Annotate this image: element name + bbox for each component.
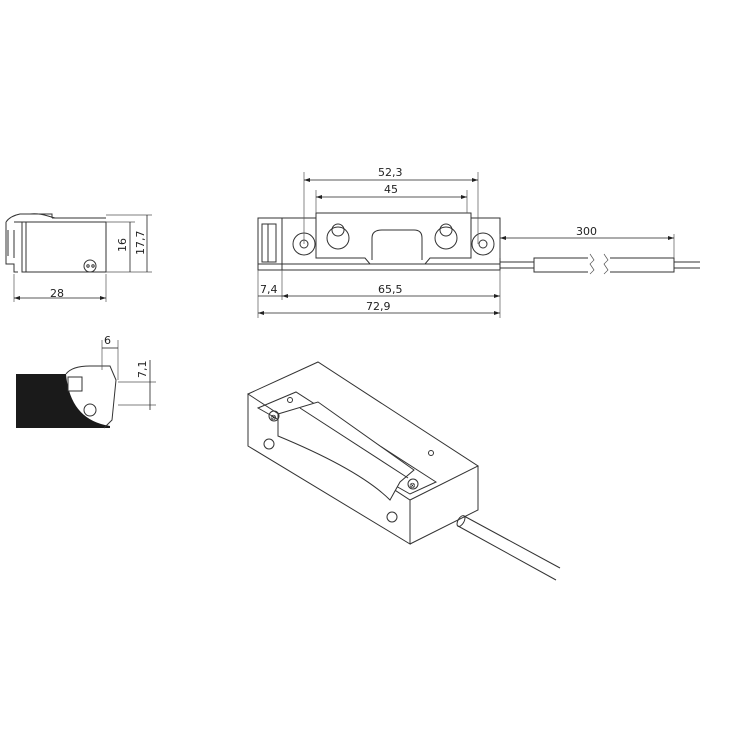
front-view: 52,3 45 7,4 65,5 72,9 300	[257, 166, 700, 318]
isometric-view: ⊗ ⊗	[246, 361, 561, 581]
screw-spacing-dim: 52,3	[378, 166, 403, 179]
section-height-dim: 7,1	[136, 361, 149, 379]
section-depth-dim: 6	[104, 334, 111, 347]
body-length-dim: 65,5	[378, 283, 403, 296]
section-view: 6 7,1	[16, 334, 156, 429]
cable-length-dim: 300	[576, 225, 597, 238]
side-height-outer-dim: 17,7	[134, 231, 147, 256]
screw-mark-1: ⊗	[270, 413, 277, 422]
side-height-inner-dim: 16	[116, 238, 129, 252]
overall-length-dim: 72,9	[366, 300, 391, 313]
screw-mark-2: ⊗	[409, 481, 416, 490]
latch-width-dim: 45	[384, 183, 398, 196]
offset-dim: 7,4	[260, 283, 278, 296]
side-view: 28 16 17,7	[5, 213, 152, 302]
side-width-dim: 28	[50, 287, 64, 300]
